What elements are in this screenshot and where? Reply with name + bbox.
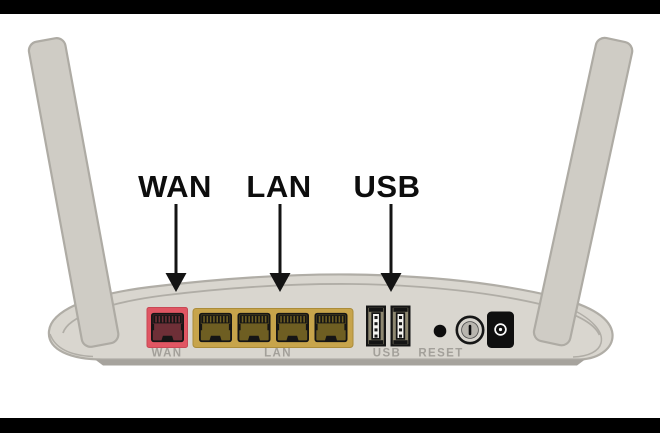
usb-port-2-icon xyxy=(390,305,411,347)
lan-rj45-socket-1-icon xyxy=(199,312,232,343)
wan-port-label: WAN xyxy=(151,348,182,360)
body-left-fold-line xyxy=(49,333,94,358)
left-antenna xyxy=(27,37,120,348)
callout-wan-arrow-icon xyxy=(165,204,187,292)
lan-port-block xyxy=(192,308,354,348)
power-jack xyxy=(487,311,514,348)
power-jack-ring-icon xyxy=(494,323,507,336)
lan-rj45-socket-3-icon xyxy=(276,312,309,343)
letterbox-bottom-bar xyxy=(0,418,660,433)
reset-button xyxy=(433,324,447,338)
callout-usb-label: USB xyxy=(354,169,421,204)
wan-port xyxy=(146,307,188,348)
body-bottom-shadow xyxy=(95,359,585,366)
callout-lan: LAN xyxy=(246,169,311,292)
lan-rj45-socket-2-icon xyxy=(237,312,271,343)
body-right-fold-line xyxy=(566,306,603,358)
wan-rj45-socket-icon xyxy=(151,312,184,343)
lan-rj45-socket-4-icon xyxy=(314,312,348,343)
callout-usb-arrow-icon xyxy=(380,204,402,292)
power-button xyxy=(455,315,485,345)
callout-lan-arrow-icon xyxy=(269,204,291,292)
usb-port-1-icon xyxy=(366,305,386,347)
usb-port-label: USB xyxy=(373,348,401,360)
reset-button-label: RESET xyxy=(418,348,463,360)
callout-wan-label: WAN xyxy=(138,169,212,204)
right-antenna xyxy=(532,36,634,347)
callout-usb: USB xyxy=(354,169,421,292)
lan-port-housing xyxy=(192,308,354,348)
power-symbol-icon xyxy=(468,324,472,336)
letterbox-top-bar xyxy=(0,0,660,14)
lan-port-label: LAN xyxy=(264,348,292,360)
callout-lan-label: LAN xyxy=(246,169,311,204)
callout-wan: WAN xyxy=(138,169,212,292)
